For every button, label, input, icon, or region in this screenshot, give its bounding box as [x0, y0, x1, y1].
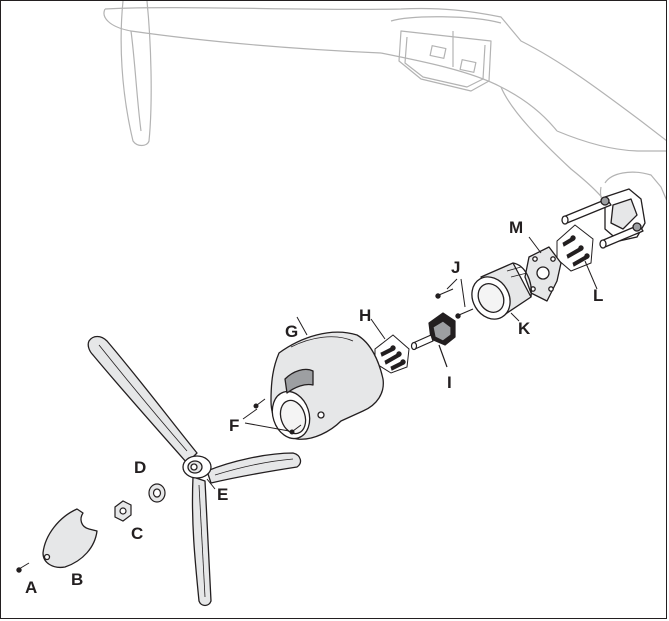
firewall-mount	[561, 188, 646, 249]
callout-m: M	[509, 218, 524, 237]
callout-g: G	[285, 322, 299, 341]
aircraft-airframe	[103, 1, 666, 214]
screws-f	[242, 398, 302, 435]
callout-h: H	[359, 306, 372, 325]
washer-d	[148, 483, 166, 503]
callout-e: E	[217, 485, 229, 504]
callout-i: I	[447, 373, 452, 392]
callout-j: J	[451, 258, 461, 277]
screw-a	[16, 562, 30, 573]
callout-l: L	[593, 286, 604, 305]
callout-b: B	[71, 570, 84, 589]
callout-c: C	[131, 524, 144, 543]
screws-j	[435, 278, 474, 319]
motor-mount-m	[524, 236, 562, 302]
cowl-g	[270, 316, 384, 440]
callout-a: A	[25, 578, 38, 597]
callout-k: K	[518, 319, 531, 338]
callout-f: F	[229, 416, 240, 435]
screws-l	[556, 224, 598, 290]
prop-adapter-i	[410, 312, 456, 368]
motor-k	[471, 262, 532, 322]
propeller-e	[87, 335, 302, 607]
spinner-b	[42, 508, 98, 569]
callout-d: D	[134, 458, 147, 477]
nut-c	[114, 500, 132, 522]
